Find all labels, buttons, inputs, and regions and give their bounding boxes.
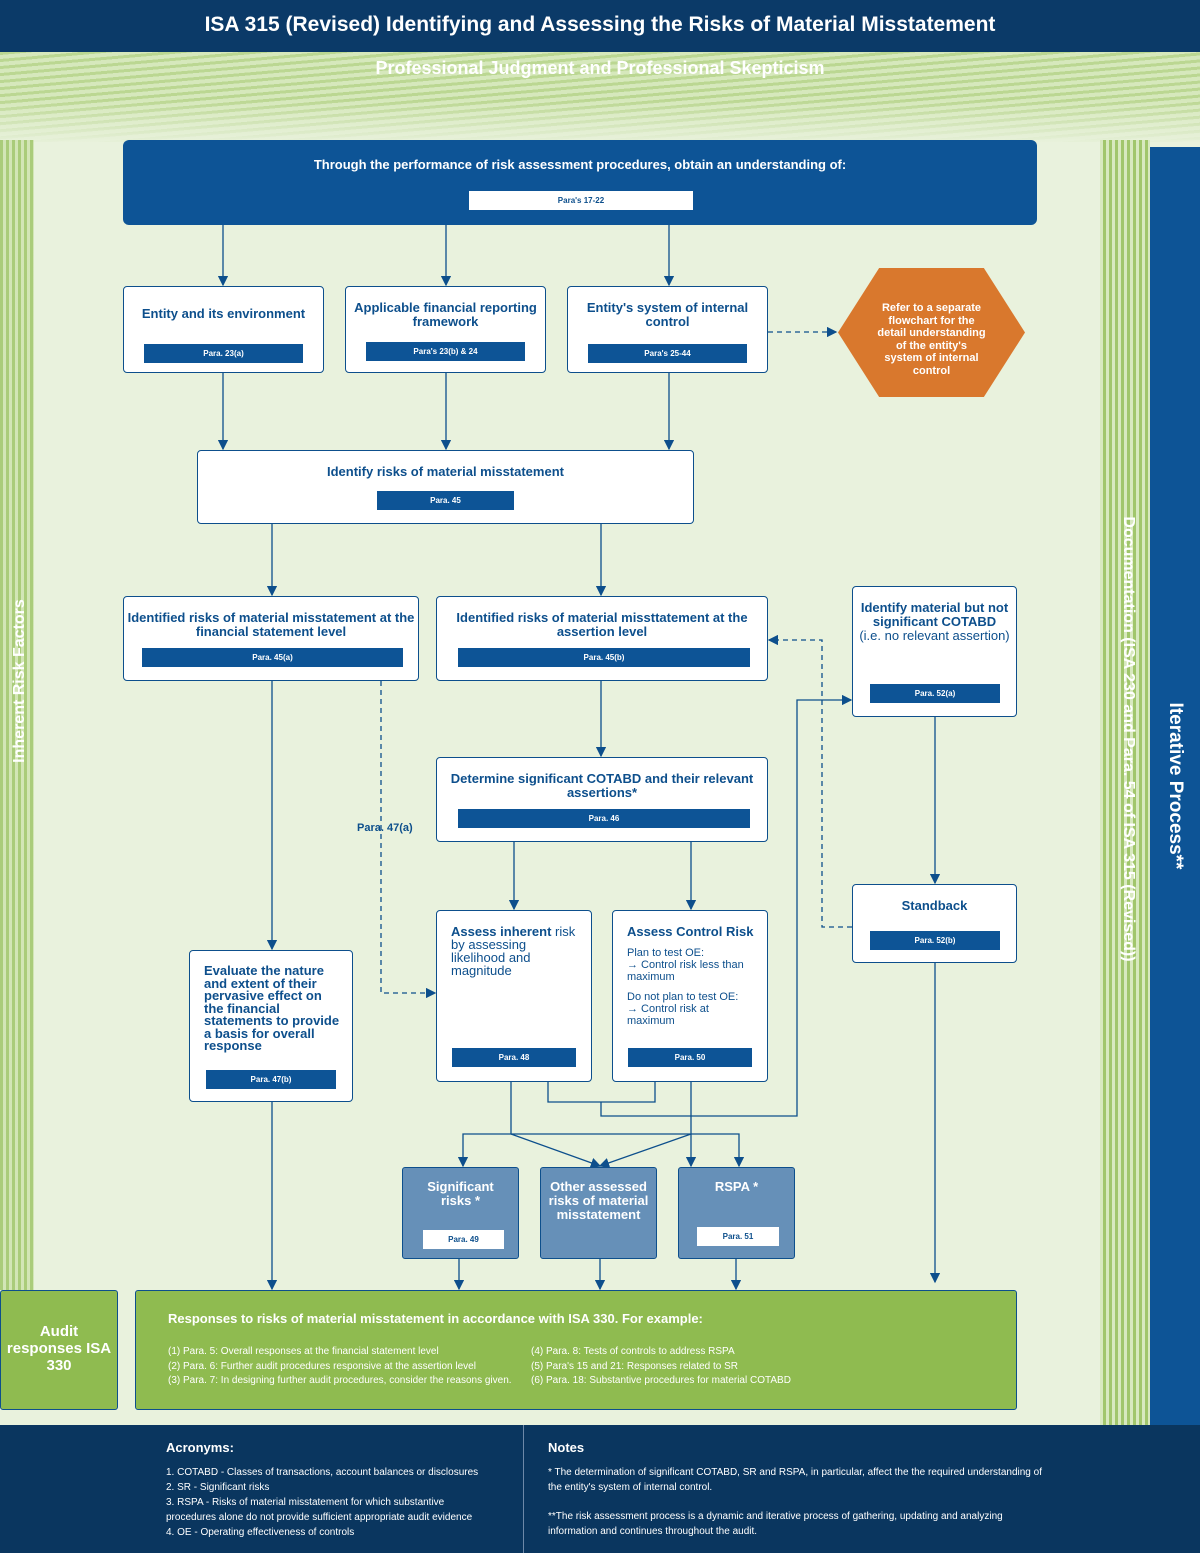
plan-test-result: → Control risk less than maximum bbox=[627, 959, 744, 983]
acronym-item: 4. OE - Operating effectiveness of contr… bbox=[166, 1527, 355, 1538]
top-box: Through the performance of risk assessme… bbox=[123, 140, 1037, 225]
para-pill: Para. 45(b) bbox=[458, 648, 750, 667]
box-title: Other assessed risks of material misstat… bbox=[548, 1179, 649, 1222]
arrow bbox=[600, 694, 853, 1117]
determine-cotabd-box: Determine significant COTABD and their r… bbox=[436, 757, 768, 842]
box-title: Entity's system of internal control bbox=[586, 300, 749, 329]
control-risk-box: Assess Control Risk Plan to test OE:→ Co… bbox=[612, 910, 768, 1082]
significant-risks-box: Significant risks * Para. 49 bbox=[402, 1167, 519, 1259]
footer: Acronyms: 1. COTABD - Classes of transac… bbox=[0, 1425, 1200, 1553]
note-item: **The risk assessment process is a dynam… bbox=[548, 1511, 1003, 1537]
response-item: (3) Para. 7: In designing further audit … bbox=[168, 1375, 512, 1386]
acronym-item: 2. SR - Significant risks bbox=[166, 1482, 270, 1493]
para-pill: Para. 23(a) bbox=[144, 344, 303, 363]
response-item: (6) Para. 18: Substantive procedures for… bbox=[531, 1375, 791, 1386]
top-box-text: Through the performance of risk assessme… bbox=[313, 157, 847, 172]
box-title: Standback bbox=[901, 898, 968, 913]
response-item: (5) Para's 15 and 21: Responses related … bbox=[531, 1360, 739, 1372]
box-title: Identify material but not significant CO… bbox=[860, 600, 1009, 629]
para-pill: Para's 17-22 bbox=[469, 191, 693, 210]
not-significant-cotabd-box: Identify material but not significant CO… bbox=[852, 586, 1017, 717]
box-title: Assess Control Risk bbox=[627, 924, 754, 939]
no-test-label: Do not plan to test OE: bbox=[627, 991, 739, 1003]
box-text: risk by assessing likelihood and magnitu… bbox=[451, 924, 576, 978]
note-item: * The determination of significant COTAB… bbox=[548, 1467, 1042, 1493]
para-pill: Para. 51 bbox=[697, 1227, 779, 1246]
response-item: (4) Para. 8: Tests of controls to addres… bbox=[531, 1346, 735, 1357]
box-title: Significant risks * bbox=[427, 1179, 494, 1208]
footer-divider bbox=[523, 1425, 524, 1553]
para-pill: Para. 49 bbox=[423, 1230, 504, 1249]
plan-test-label: Plan to test OE: bbox=[627, 947, 705, 959]
arrow bbox=[511, 1133, 697, 1168]
assertion-level-box: Identified risks of material missttateme… bbox=[436, 596, 768, 681]
box-title: Evaluate bbox=[204, 963, 258, 978]
box-title: RSPA * bbox=[714, 1179, 759, 1194]
para-pill: Para's 23(b) & 24 bbox=[366, 342, 525, 361]
arrow bbox=[598, 1133, 692, 1168]
box-subtitle: (i.e. no relevant assertion) bbox=[859, 628, 1010, 643]
right-stripe bbox=[1100, 140, 1150, 1430]
framework-box: Applicable financial reporting framework… bbox=[345, 286, 546, 373]
responses-box: Responses to risks of material misstatem… bbox=[135, 1290, 1017, 1410]
arrow bbox=[690, 1082, 745, 1168]
para-47a-label: Para. 47(a) bbox=[357, 822, 413, 834]
inherent-risk-box: Assess inherent risk by assessing likeli… bbox=[436, 910, 592, 1082]
acronyms-section: Acronyms: 1. COTABD - Classes of transac… bbox=[166, 1440, 496, 1540]
box-text: the nature and extent of their pervasive… bbox=[204, 963, 340, 1053]
response-item: (2) Para. 6: Further audit procedures re… bbox=[168, 1360, 476, 1372]
responses-col-2: (4) Para. 8: Tests of controls to addres… bbox=[531, 1345, 791, 1389]
evaluate-box: Evaluate the nature and extent of their … bbox=[189, 950, 353, 1102]
notes-section: Notes * The determination of significant… bbox=[548, 1440, 1048, 1539]
para-pill: Para. 52(a) bbox=[870, 684, 1000, 703]
responses-title: Responses to risks of material misstatem… bbox=[168, 1311, 703, 1326]
no-test-result: → Control risk at maximum bbox=[627, 1003, 709, 1027]
box-title: Identified risks of material missttateme… bbox=[456, 610, 748, 639]
dashed-arrow bbox=[380, 681, 437, 999]
rspa-box: RSPA * Para. 51 bbox=[678, 1167, 795, 1259]
para-pill: Para. 47(b) bbox=[206, 1070, 336, 1089]
audit-responses-label: Audit responses ISA 330 bbox=[0, 1290, 118, 1410]
box-title: Identify risks of material misstatement bbox=[327, 464, 564, 479]
other-risks-box: Other assessed risks of material misstat… bbox=[540, 1167, 657, 1259]
response-item: (1) Para. 5: Overall responses at the fi… bbox=[168, 1346, 439, 1357]
box-title: Applicable financial reporting framework bbox=[354, 300, 537, 329]
acronyms-title: Acronyms: bbox=[166, 1440, 234, 1455]
separate-flowchart-hexagon: Refer to a separate flowchart for the de… bbox=[838, 268, 1025, 397]
acronym-item: 3. RSPA - Risks of material misstatement… bbox=[166, 1497, 473, 1523]
para-pill: Para. 50 bbox=[628, 1048, 752, 1067]
box-title: Identified risks of material misstatemen… bbox=[127, 610, 415, 639]
para-pill: Para. 45(a) bbox=[142, 648, 403, 667]
dashed-arrow bbox=[767, 634, 852, 928]
box-title: Assess inherent bbox=[451, 924, 552, 939]
subtitle: Professional Judgment and Professional S… bbox=[375, 58, 825, 78]
fs-level-box: Identified risks of material misstatemen… bbox=[123, 596, 419, 681]
iterative-process-column bbox=[1150, 147, 1200, 1427]
wave-fade bbox=[0, 100, 1200, 145]
box-title: Entity and its environment bbox=[141, 306, 306, 321]
arrow bbox=[457, 1082, 512, 1168]
arrow bbox=[510, 1133, 602, 1168]
para-pill: Para's 25-44 bbox=[588, 344, 747, 363]
para-pill: Para. 46 bbox=[458, 809, 750, 828]
responses-col-1: (1) Para. 5: Overall responses at the fi… bbox=[168, 1345, 512, 1389]
box-title: Determine significant COTABD and their r… bbox=[450, 771, 754, 800]
para-pill: Para. 45 bbox=[377, 491, 514, 510]
para-pill: Para. 48 bbox=[452, 1048, 576, 1067]
notes-title: Notes bbox=[548, 1440, 585, 1455]
para-pill: Para. 52(b) bbox=[870, 931, 1000, 950]
acronym-item: 1. COTABD - Classes of transactions, acc… bbox=[166, 1467, 479, 1478]
page-title: ISA 315 (Revised) Identifying and Assess… bbox=[0, 0, 1200, 52]
left-stripe bbox=[0, 140, 34, 1290]
connector bbox=[547, 1082, 656, 1103]
